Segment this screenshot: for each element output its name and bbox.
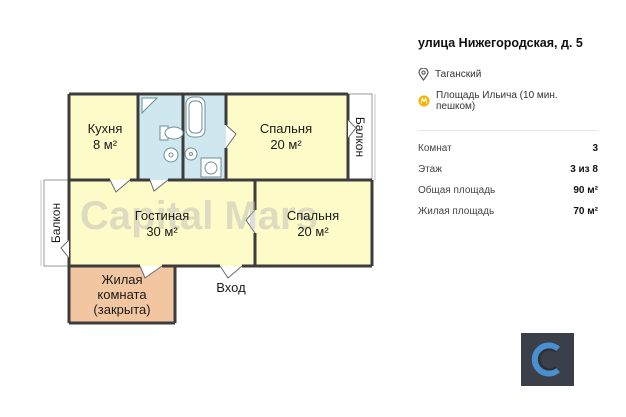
detail-label: Общая площадь: [418, 185, 496, 196]
closed-room-line1: Жилая: [101, 272, 142, 287]
kitchen-fill: [69, 94, 138, 180]
bedroom-right-fill: [255, 180, 372, 266]
brand-logo: [521, 333, 574, 386]
toilet-icon: [159, 125, 184, 141]
closed-room-line2: комната: [97, 287, 147, 302]
detail-label: Комнат: [418, 143, 452, 154]
entrance-label: Вход: [216, 280, 246, 295]
shower-icon: [141, 97, 159, 115]
bathtub-icon: [185, 96, 206, 138]
closed-room-line3: (закрыта): [93, 302, 150, 317]
detail-row-floor: Этаж 3 из 8: [418, 164, 598, 175]
bedroom-top-name: Спальня: [260, 121, 312, 136]
walls: [67, 92, 374, 325]
metro-row: Площадь Ильича (10 мин. пешком): [418, 90, 598, 112]
bedroom-right-area: 20 м²: [297, 224, 329, 239]
door-swings: [60, 119, 357, 279]
bathroom-fixtures: [141, 96, 222, 178]
balcony-right: [347, 93, 376, 181]
detail-row-total-area: Общая площадь 90 м²: [418, 185, 598, 196]
address-title: улица Нижегородская, д. 5: [418, 36, 583, 50]
district-row: Таганский: [418, 68, 598, 81]
divider: [418, 130, 598, 131]
balcony-right-label: Балкон: [353, 117, 367, 157]
watermark: Capital Mars: [80, 194, 318, 238]
kitchen-area: 8 м²: [93, 137, 118, 152]
detail-value: 3: [592, 143, 598, 154]
detail-value: 90 м²: [573, 185, 598, 196]
district-name: Таганский: [435, 69, 482, 80]
closed-room-fill: [69, 266, 175, 323]
sink-icon: [184, 147, 198, 161]
bedroom-top-fill: [226, 94, 348, 180]
living-room-area: 30 м²: [146, 224, 178, 239]
living-room-fill: [69, 180, 255, 266]
washing-machine-icon: [200, 157, 222, 178]
listing-info-panel: улица Нижегородская, д. 5 Таганский Площ…: [418, 36, 598, 227]
metro-station: Площадь Ильича (10 мин. пешком): [436, 90, 558, 112]
bedroom-right-name: Спальня: [287, 208, 339, 223]
metro-icon: [418, 95, 430, 107]
balcony-left-label: Балкон: [49, 203, 63, 243]
floor-plan: Capital Mars Кухня 8 м² Спальня 20 м² Го…: [40, 92, 376, 325]
detail-row-living-area: Жилая площадь 70 м²: [418, 206, 598, 217]
detail-label: Этаж: [418, 164, 442, 175]
detail-value: 70 м²: [573, 206, 598, 217]
kitchen-name: Кухня: [88, 121, 123, 136]
detail-value: 3 из 8: [570, 164, 598, 175]
location-pin-icon: [418, 68, 429, 81]
living-room-name: Гостиная: [135, 208, 190, 223]
sink-icon: [163, 147, 179, 163]
detail-row-rooms: Комнат 3: [418, 143, 598, 154]
bedroom-top-area: 20 м²: [270, 137, 302, 152]
detail-label: Жилая площадь: [418, 206, 495, 217]
brand-logo-mark: [531, 342, 560, 377]
